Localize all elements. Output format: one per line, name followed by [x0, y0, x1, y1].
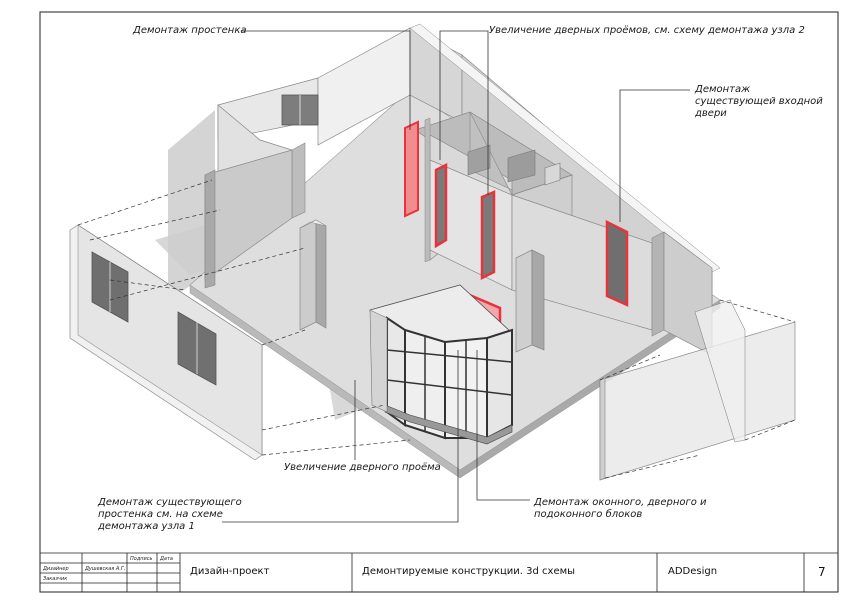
tb-company: ADDesign — [668, 566, 718, 577]
callout-door-openings-enlarge: Увеличение дверных проёмов, см. схему де… — [489, 25, 805, 36]
tb-col-date: Дата — [160, 556, 173, 562]
callout-existing-partition-removal: Демонтаж существующего простенка см. на … — [98, 497, 242, 532]
callout-window-block-removal: Демонтаж оконного, дверного и подоконног… — [534, 497, 707, 520]
tb-row-client: Заказчик — [43, 576, 68, 582]
tb-designer-name: Душевская А.Г. — [85, 566, 126, 572]
isometric-model — [69, 23, 796, 481]
tb-col-signature: Подпись — [130, 556, 153, 562]
projection-lines — [77, 179, 796, 479]
bay-window — [369, 284, 513, 445]
tb-sheet-number: 7 — [818, 565, 826, 579]
tb-project-type: Дизайн-проект — [190, 566, 270, 577]
removed-wall-right — [599, 299, 796, 481]
callout-partition-removal: Демонтаж простенка — [133, 25, 247, 36]
removed-wall-left — [69, 224, 263, 461]
drawing-frame — [39, 11, 839, 593]
tb-sheet-title: Демонтируемые конструкции. 3d схемы — [362, 566, 576, 577]
leader-lines — [222, 30, 690, 523]
title-block-grid — [40, 552, 838, 592]
callout-door-opening-enlarge: Увеличение дверного проёма — [284, 462, 441, 473]
tb-row-designer: Дизайнер — [43, 566, 69, 572]
callout-entrance-door-removal: Демонтаж существующей входной двери — [695, 84, 823, 119]
